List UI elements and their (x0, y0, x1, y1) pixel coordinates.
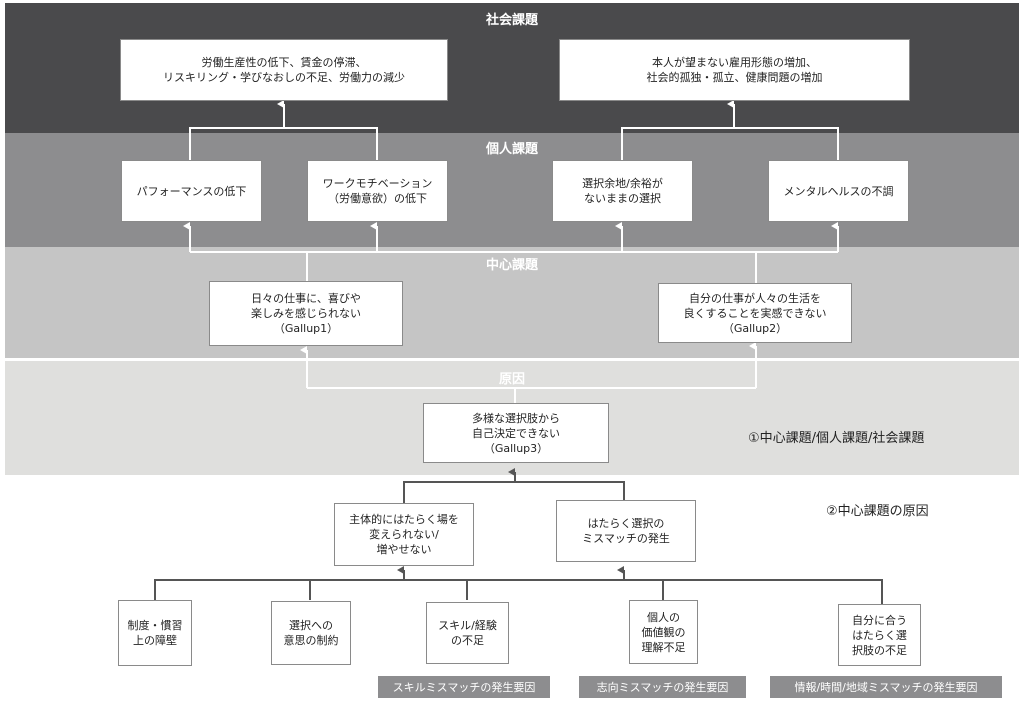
social-issue-employment: 本人が望まない雇用形態の増加、 社会的孤独・孤立、健康問題の増加 (559, 39, 910, 101)
individual-issue-mental-health: メンタルヘルスの不調 (768, 160, 909, 222)
band-title-individual: 個人課題 (485, 142, 538, 157)
band-title-social: 社会課題 (485, 13, 538, 28)
tag-preference-mismatch: 志向ミスマッチの発生要因 (579, 676, 746, 698)
connector-individual-social-left (189, 127, 378, 160)
factor-will-constraint: 選択への 意思の制約 (271, 601, 351, 665)
connector-root-left (307, 387, 516, 403)
mid-cause-workplace: 主体的にはたらく場を 変えられない/ 増やせない (334, 503, 474, 566)
factor-values-understanding: 個人の 価値観の 理解不足 (629, 600, 698, 664)
mid-cause-mismatch: はたらく選択の ミスマッチの発生 (556, 500, 696, 562)
band-title-cause: 原因 (498, 372, 525, 387)
individual-issue-performance: パフォーマンスの低下 (121, 160, 262, 222)
side-label-lower: ②中心課題の原因 (826, 504, 929, 519)
side-label-upper: ①中心課題/個人課題/社会課題 (748, 431, 925, 446)
factor-skill-shortage: スキル/経験 の不足 (426, 602, 509, 664)
factor-option-shortage: 自分に合う はたらく選 択肢の不足 (838, 604, 921, 666)
tag-info-time-region-mismatch: 情報/時間/地域ミスマッチの発生要因 (770, 676, 1002, 698)
core-issue-gallup1: 日々の仕事に、喜びや 楽しみを感じられない （Gallup1） (209, 281, 403, 346)
tag-skill-mismatch: スキルミスマッチの発生要因 (378, 676, 550, 698)
connector-individual-social-right (621, 127, 839, 160)
connector-factors-bus (154, 579, 883, 604)
factor-institutional-barrier: 制度・慣習 上の障壁 (118, 600, 192, 666)
core-issue-gallup2: 自分の仕事が人々の生活を 良くすることを実感できない （Gallup2） (658, 283, 852, 343)
band-title-core: 中心課題 (485, 258, 538, 273)
individual-issue-choice: 選択余地/余裕が ないままの選択 (552, 160, 693, 222)
social-issue-productivity: 労働生産性の低下、賃金の停滞、 リスキリング・学びなおしの不足、労働力の減少 (120, 39, 448, 101)
individual-issue-motivation: ワークモチベーション （労働意欲）の低下 (307, 160, 448, 222)
root-cause-gallup3: 多様な選択肢から 自己決定できない （Gallup3） (423, 403, 609, 463)
